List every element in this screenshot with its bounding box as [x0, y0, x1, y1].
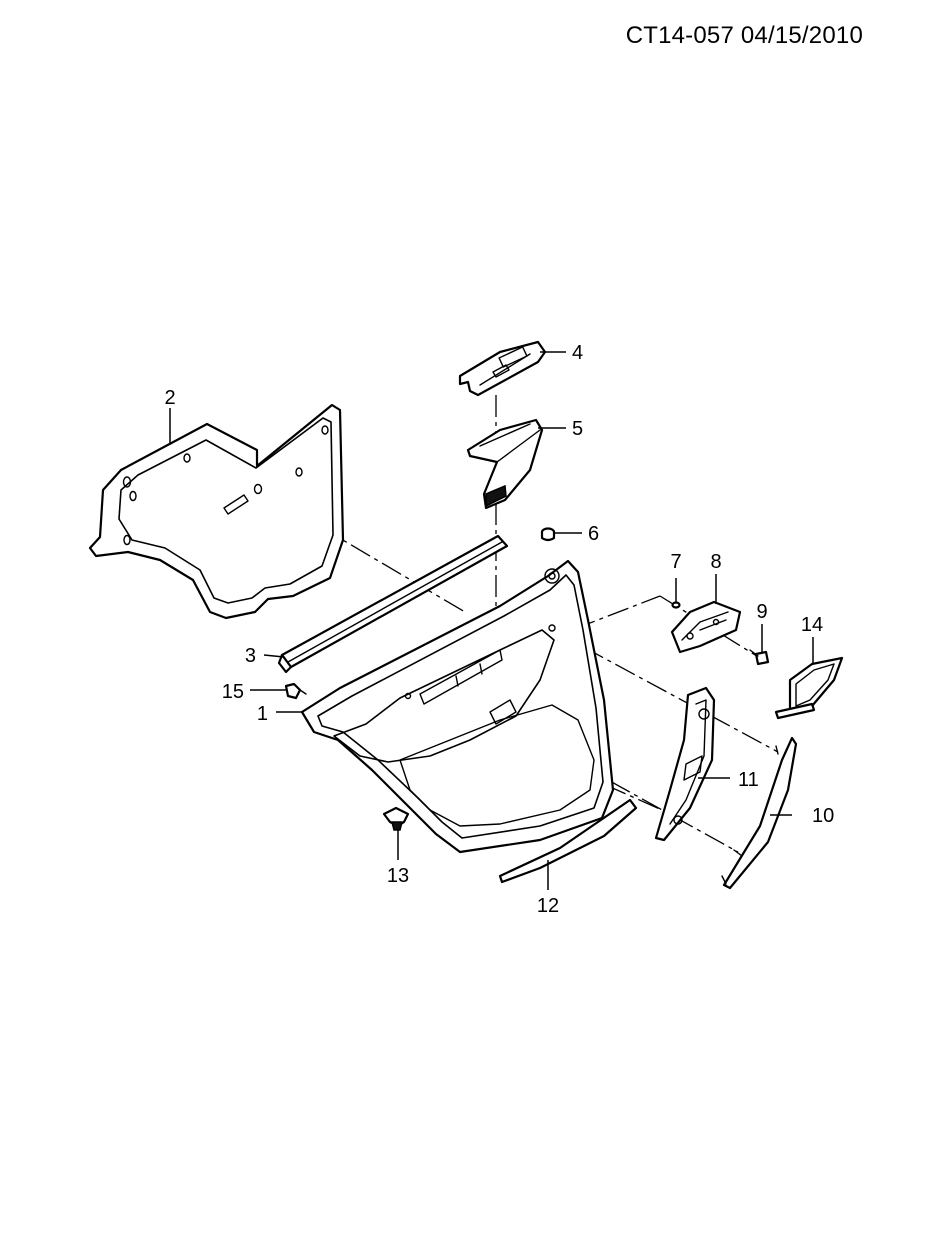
part-12-lower-molding: [498, 798, 638, 884]
callout-12: 12: [537, 895, 559, 917]
callout-15: 15: [222, 681, 244, 703]
part-6-clip: [540, 527, 556, 542]
part-15-small-clip: [284, 682, 307, 700]
part-7-nut: [671, 601, 681, 609]
part-1-door-trim-panel: [300, 559, 615, 854]
callout-7: 7: [670, 551, 681, 573]
part-4-switch-bezel: [458, 340, 547, 397]
callout-9: 9: [756, 601, 767, 623]
part-9-screw: [749, 649, 770, 666]
callout-1: 1: [257, 703, 268, 725]
callout-10: 10: [812, 805, 834, 827]
callout-8: 8: [710, 551, 721, 573]
part-3-belt-strip: [277, 534, 509, 674]
callout-14: 14: [801, 614, 823, 636]
callout-6: 6: [588, 523, 599, 545]
callout-2: 2: [164, 387, 175, 409]
callout-3: 3: [245, 645, 256, 667]
callout-5: 5: [572, 418, 583, 440]
part-14-handle-cover: [774, 656, 844, 720]
callout-11: 11: [738, 769, 759, 791]
callout-labels: 2 3 4 5 6 7 8 9 14 1 15 10 11 12 13: [164, 342, 834, 917]
part-11-pull-handle: [654, 686, 716, 842]
part-5-armrest-trim: [466, 418, 544, 510]
part-8-handle-bracket: [670, 600, 742, 654]
drawing-reference: CT14-057 04/15/2010: [625, 22, 863, 49]
callout-13: 13: [387, 865, 409, 887]
part-10-garnish-strip: [721, 736, 798, 890]
part-2-inner-panel: [88, 403, 345, 620]
leader-lines: [169, 351, 814, 890]
callout-4: 4: [572, 342, 583, 364]
part-13-push-clip: [382, 806, 410, 831]
